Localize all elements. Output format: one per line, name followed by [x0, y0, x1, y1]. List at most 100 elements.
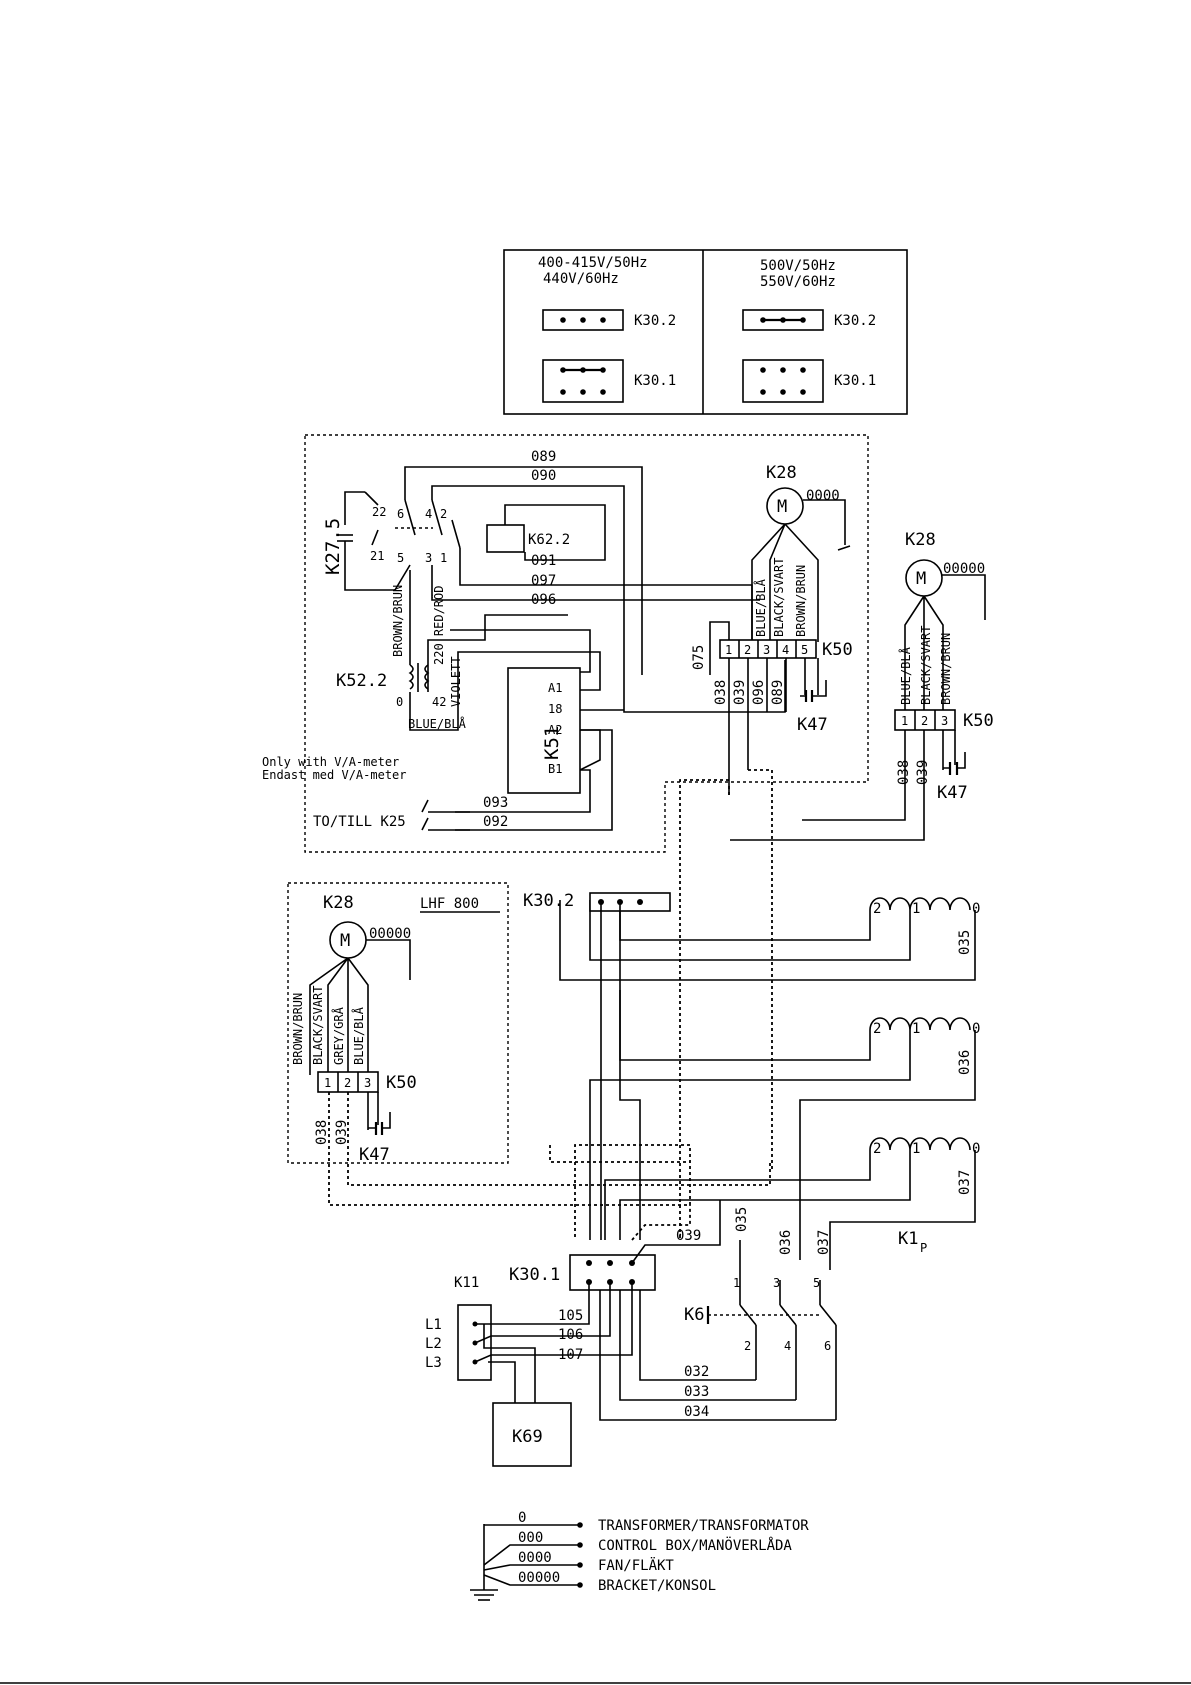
wire-089-top: 089 — [531, 449, 556, 465]
wire-038-right: 038 — [896, 760, 912, 785]
wire-106: 106 — [558, 1327, 583, 1343]
k50-right-pin-2: 2 — [921, 714, 928, 728]
k47-lhf-label: K47 — [359, 1145, 390, 1165]
voltage-left-head-2: 440V/60Hz — [543, 271, 619, 287]
k50-right-pin-1: 1 — [901, 714, 908, 728]
transformer-037: 2 1 0 037 — [604, 1137, 980, 1270]
contactor-wire-037: 037 — [816, 1230, 832, 1255]
k51-pin-b1: B1 — [548, 762, 562, 776]
lhf-800-label: LHF 800 — [420, 896, 479, 912]
wire-039-box: 039 — [732, 680, 748, 705]
legend-label-bracket: BRACKET/KONSOL — [598, 1578, 716, 1594]
k28-lhf-label: K28 — [323, 893, 354, 913]
transformer-wire-violett: VIOLETT — [449, 656, 463, 707]
k50-box-pin-1: 1 — [725, 643, 732, 657]
k50-box-label: K50 — [822, 640, 853, 660]
voltage-right-k30-1: K30.1 — [834, 373, 876, 389]
transformers: 2 1 0 035 2 1 0 036 2 1 0 037 — [559, 897, 980, 1270]
k28-lhf-wire-grey: GREY/GRÅ — [331, 1006, 346, 1065]
voltage-table: 400-415V/50Hz 440V/60Hz 500V/50Hz 550V/6… — [503, 249, 908, 415]
wire-034: 034 — [684, 1404, 709, 1420]
contact-4: 4 — [425, 507, 432, 521]
voltage-right-head-2: 550V/60Hz — [760, 274, 836, 290]
wire-036-coil: 036 — [957, 1050, 973, 1075]
tap-42: 42 — [432, 695, 446, 709]
k28-lhf-motor: M — [340, 931, 350, 951]
k51-label: K51 — [541, 726, 563, 760]
legend-code-0: 0 — [518, 1510, 526, 1526]
transformer-wire-brown: BROWN/BRUN — [391, 585, 405, 657]
k62-2-label: K62.2 — [528, 532, 570, 548]
k51-pin-18: 18 — [548, 702, 562, 716]
tap-2-036: 2 — [873, 1021, 881, 1037]
wire-039-right: 039 — [915, 760, 931, 785]
pole-3: 3 — [773, 1276, 780, 1290]
transformer-036: 2 1 0 036 — [589, 990, 980, 1260]
k28-box-wire-blue: BLUE/BLÅ — [753, 578, 768, 637]
tap-1-037: 1 — [912, 1141, 920, 1157]
voltage-left-k30-1: K30.1 — [634, 373, 676, 389]
wire-033: 033 — [684, 1384, 709, 1400]
k30-1-label: K30.1 — [509, 1265, 560, 1285]
contact-5: 5 — [397, 551, 404, 565]
contact-22: 22 — [372, 505, 386, 519]
k28-box-label: K28 — [766, 463, 797, 483]
k50-lhf-pin-3: 3 — [364, 1076, 371, 1090]
right-fan: K28 M 00000 BLUE/BLÅ BLACK/SVART BROWN/B… — [730, 530, 994, 841]
wire-075: 075 — [691, 645, 707, 670]
wire-032: 032 — [684, 1364, 709, 1380]
voltage-right-head-1: 500V/50Hz — [760, 258, 836, 274]
k47-box-label: K47 — [797, 715, 828, 735]
phase-l1: L1 — [425, 1317, 442, 1333]
wire-090: 090 — [531, 468, 556, 484]
k28-right-ground: 00000 — [943, 561, 985, 577]
k28-lhf-wire-black: BLACK/SVART — [311, 986, 325, 1065]
pole-4: 4 — [784, 1339, 791, 1353]
k28-right-label: K28 — [905, 530, 936, 550]
wire-089-box: 089 — [770, 680, 786, 705]
k28-lhf-ground: 00000 — [369, 926, 411, 942]
tap-1-035: 1 — [912, 901, 920, 917]
k51-pin-a1: A1 — [548, 681, 562, 695]
k47-right-label: K47 — [937, 783, 968, 803]
k27-5-label: K27.5 — [322, 518, 344, 575]
tap-2-035: 2 — [873, 901, 881, 917]
k28-lhf-wire-blue: BLUE/BLÅ — [351, 1006, 366, 1065]
k28-lhf-wire-brown: BROWN/BRUN — [291, 993, 305, 1065]
pole-1: 1 — [733, 1276, 740, 1290]
tap-0-036: 0 — [972, 1021, 980, 1037]
k1-sub: P — [920, 1241, 927, 1255]
legend-code-00000: 00000 — [518, 1570, 560, 1586]
k50-box-pin-3: 3 — [763, 643, 770, 657]
k28-right-wire-brown: BROWN/BRUN — [939, 633, 953, 705]
wire-092: 092 — [483, 814, 508, 830]
dashed-links — [328, 769, 773, 1241]
wire-035-coil: 035 — [957, 930, 973, 955]
tap-0-037: 0 — [972, 1141, 980, 1157]
legend-code-000: 000 — [518, 1530, 543, 1546]
k28-box-wire-black: BLACK/SVART — [772, 558, 786, 637]
k50-right-label: K50 — [963, 711, 994, 731]
k52-2-label: K52.2 — [336, 671, 387, 691]
k28-right-wire-black: BLACK/SVART — [919, 626, 933, 705]
tap-1-036: 1 — [912, 1021, 920, 1037]
ground-legend: 0 000 0000 00000 TRANSFORMER/TRANSFORMAT… — [470, 1510, 809, 1601]
k28-box-wire-brown: BROWN/BRUN — [794, 565, 808, 637]
pole-2: 2 — [744, 1339, 751, 1353]
tap-0: 0 — [396, 695, 403, 709]
phase-l2: L2 — [425, 1336, 442, 1352]
pole-5: 5 — [813, 1276, 820, 1290]
wire-097: 097 — [531, 573, 556, 589]
k28-right-wire-blue: BLUE/BLÅ — [898, 646, 913, 705]
tap-0-035: 0 — [972, 901, 980, 917]
wire-038-lhf: 038 — [314, 1120, 330, 1145]
contact-2: 2 — [440, 507, 447, 521]
contactor-wire-035: 035 — [734, 1207, 750, 1232]
wire-039-lhf: 039 — [334, 1120, 350, 1145]
k30-2-label: K30.2 — [523, 891, 574, 911]
k50-box-pin-2: 2 — [744, 643, 751, 657]
pole-6: 6 — [824, 1339, 831, 1353]
k28-box-motor: M — [777, 497, 787, 517]
transformer-wire-red: 220 RED/RÖD — [430, 586, 446, 665]
